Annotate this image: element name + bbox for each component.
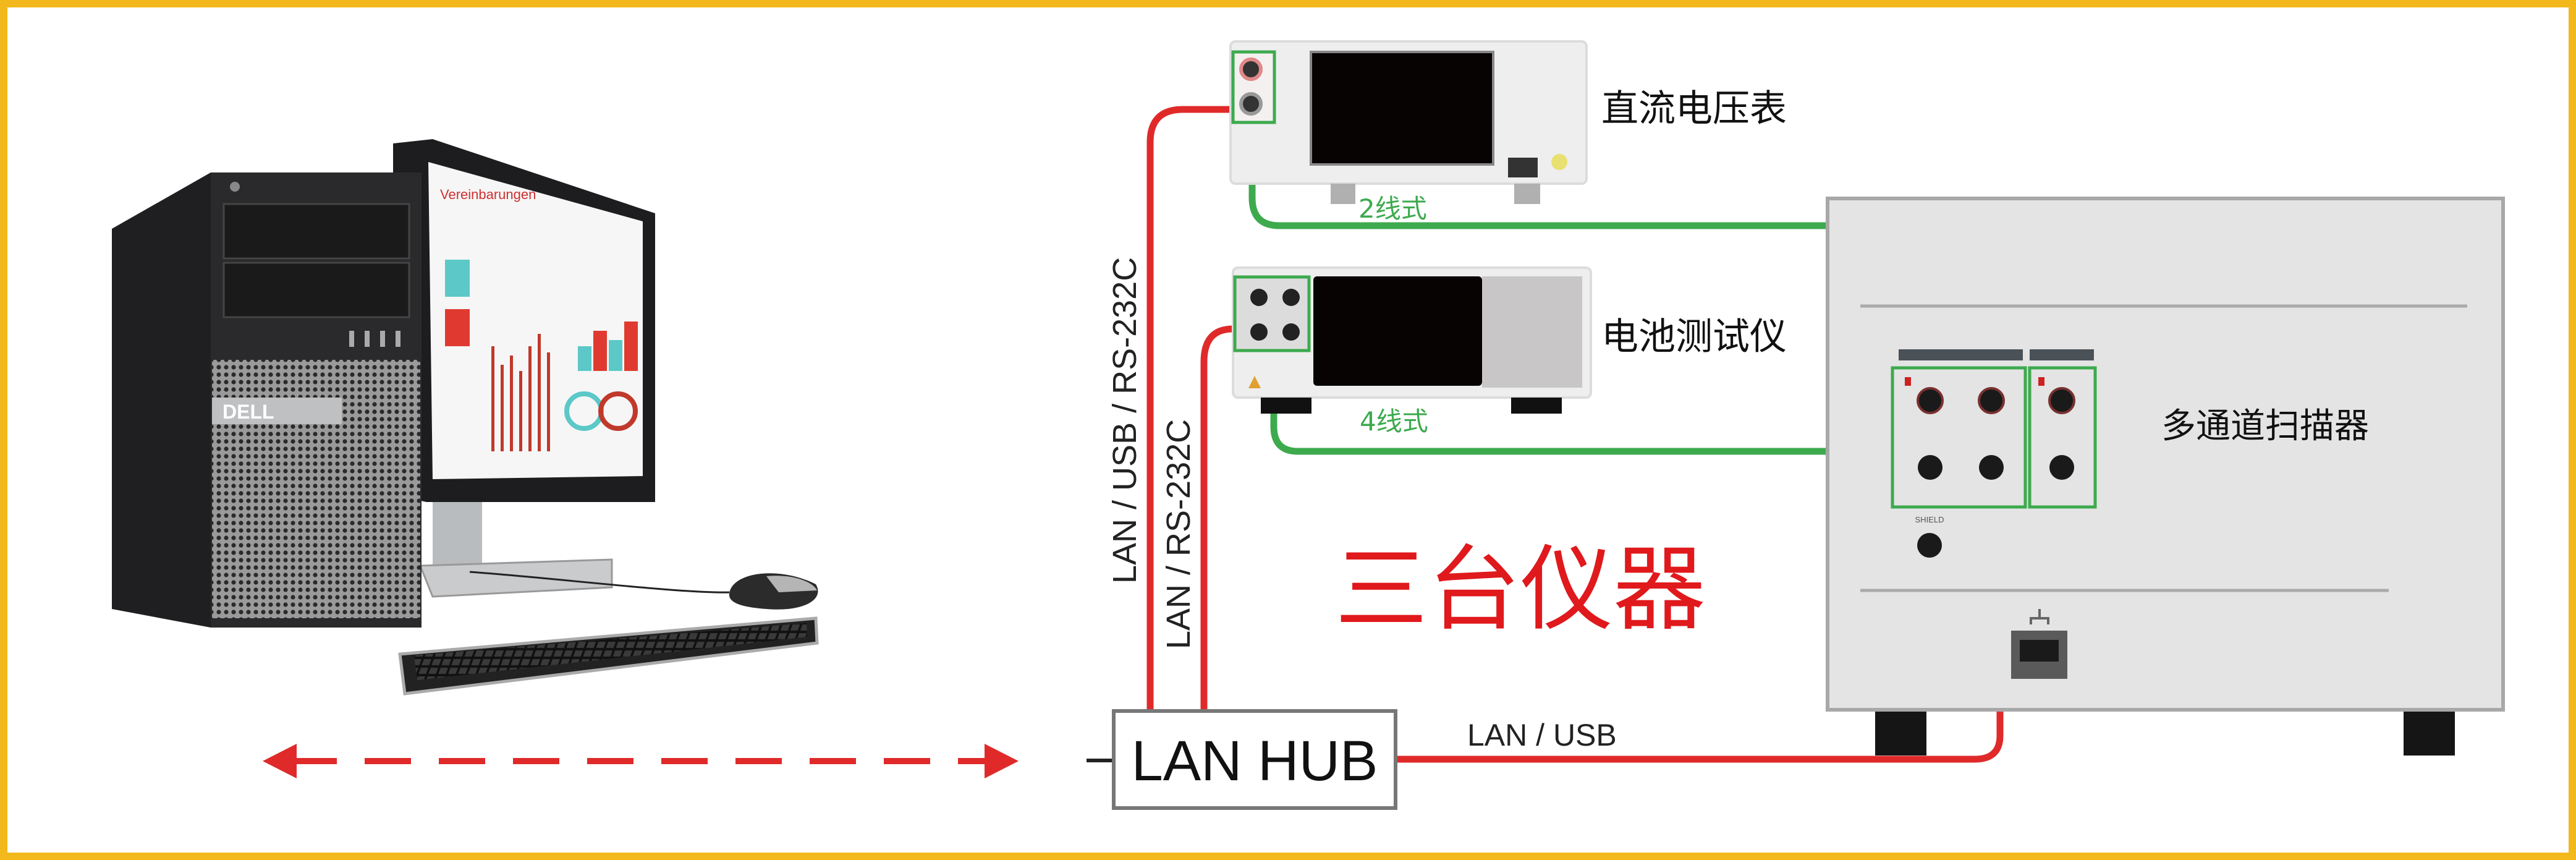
label-lan-rs232c: LAN / RS-232C — [1160, 419, 1197, 649]
multichannel-scanner: SHIELD 多通道扫描器 — [1826, 197, 2505, 756]
scanner-terminal — [1917, 387, 1944, 414]
usb-port — [1508, 158, 1538, 177]
terminal-hcur — [1250, 289, 1268, 306]
wiring-2wire-label: 2线式 — [1358, 194, 1427, 224]
network-icon — [2030, 609, 2049, 624]
mouse — [469, 571, 818, 610]
wiring-4wire-label: 4线式 — [1360, 406, 1428, 436]
dell-logo: DELL — [222, 401, 274, 423]
cable-scanner — [1396, 691, 2004, 763]
terminal-high — [1239, 57, 1263, 81]
shield-label: SHIELD — [1915, 515, 1944, 524]
screen-bar-chart — [491, 334, 550, 451]
scanner-terminal — [2049, 455, 2074, 480]
scanner-terminal — [2048, 387, 2075, 414]
red-cables — [1146, 106, 2004, 763]
terminal-lpot — [1282, 323, 1300, 341]
keyboard — [398, 616, 819, 696]
desktop-computer: Vereinbarungen — [112, 139, 819, 696]
scanner-terminal — [1918, 455, 1943, 480]
dc-voltmeter: 2线式 直流电压表 — [1229, 40, 1787, 224]
battery-tester: 4线式 电池测试仪 — [1232, 266, 1787, 436]
cable-battery-tester — [1200, 325, 1236, 711]
cable-4wire — [1270, 352, 1892, 455]
power-indicator-icon — [1551, 154, 1567, 170]
battery-tester-name: 电池测试仪 — [1601, 315, 1787, 359]
voltmeter-name: 直流电压表 — [1601, 87, 1787, 130]
label-lan-usb-rs232c: LAN / USB / RS-232C — [1106, 257, 1143, 584]
headline-three-instruments: 三台仪器 — [1335, 536, 1706, 644]
pc-tower: DELL — [112, 172, 422, 628]
cable-voltmeter — [1146, 106, 1232, 711]
lan-hub: LAN HUB — [1112, 709, 1397, 810]
bidirectional-dashed-arrow — [263, 744, 1019, 778]
scanner-name: 多通道扫描器 — [2161, 406, 2369, 446]
scanner-terminal — [1978, 387, 2005, 414]
terminal-lcur — [1250, 323, 1268, 341]
scanner-terminal — [1979, 455, 2004, 480]
monitor: Vereinbarungen — [393, 139, 655, 598]
shield-terminal — [1917, 533, 1942, 558]
label-lan-usb: LAN / USB — [1467, 718, 1617, 752]
terminal-hpot — [1282, 289, 1300, 306]
svg-text:Vereinbarungen: Vereinbarungen — [440, 187, 536, 202]
lan-hub-label: LAN HUB — [1132, 730, 1378, 793]
warning-icon — [1248, 376, 1261, 388]
terminal-low — [1239, 92, 1263, 116]
